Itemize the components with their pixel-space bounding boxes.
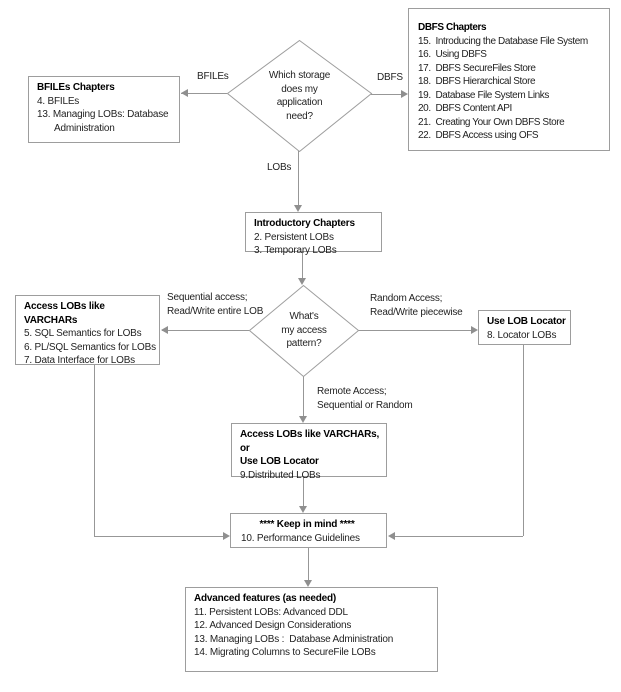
arrowhead-into-keep-box-right [388, 532, 395, 540]
edge-label-remote: Remote Access; Sequential or Random [317, 386, 413, 411]
chapter-item: 2. Persistent LOBs [254, 231, 334, 243]
edge-label-random: Random Access; Read/Write piecewise [370, 293, 463, 318]
connector-locator-to-keep [394, 536, 523, 537]
arrowhead-into-varchars-box [161, 326, 168, 334]
access-varchars-box: Access LOBs like VARCHARs 5. SQL Semanti… [15, 295, 160, 366]
arrowhead-into-diamond2 [298, 278, 306, 285]
connector-varchars-to-keep [94, 536, 224, 537]
chapter-item: 8. Locator LOBs [487, 329, 557, 341]
connector-keep-to-advanced [308, 548, 309, 581]
edge-label-lobs: LOBs [267, 162, 292, 173]
arrowhead-into-varloc-box [299, 416, 307, 423]
chapter-item: 12. Advanced Design Considerations [194, 620, 352, 631]
chapter-item: 13. Managing LOBs : Database Administrat… [194, 633, 394, 645]
arrowhead-into-advanced-box [304, 580, 312, 587]
dbfs-chapters-box: DBFS Chapters 15. Introducing the Databa… [408, 8, 610, 151]
arrowhead-into-locator-box [471, 326, 478, 334]
connector-intro-to-diamond2 [302, 252, 303, 279]
chapter-item: 15. Introducing the Database File System [418, 35, 588, 47]
edge-label-dbfs: DBFS [377, 72, 403, 83]
chapter-item: 19. Database File System Links [418, 89, 549, 101]
dbfs-chapters-title: DBFS Chapters [418, 22, 487, 33]
arrowhead-into-bfiles-box [181, 89, 188, 97]
keep-in-mind-box: **** Keep in mind **** 10. Performance G… [230, 513, 387, 548]
varchars-or-locator-box: Access LOBs like VARCHARs, or Use LOB Lo… [231, 423, 387, 481]
connector-diamond2-to-locator [358, 330, 472, 331]
access-decision-question: What's my access pattern? [281, 311, 327, 349]
storage-decision-diamond [226, 39, 373, 153]
chapter-item: 3. Temporary LOBs [254, 245, 337, 256]
arrowhead-into-keep-box-left [223, 532, 230, 540]
bfiles-chapters-title: BFILEs Chapters [37, 82, 115, 93]
bfiles-chapters-box: BFILEs Chapters 4. BFILEs 13. Managing L… [28, 76, 180, 143]
connector-diamond2-to-varchars [162, 330, 249, 331]
connector-diamond1-to-dbfs [371, 94, 402, 95]
chapter-item: 14. Migrating Columns to SecureFile LOBs [194, 647, 376, 658]
arrowhead-into-keep-box-top [299, 506, 307, 513]
chapter-item: 17. DBFS SecureFiles Store [418, 62, 536, 74]
connector-locator-down [523, 345, 524, 536]
arrowhead-into-dbfs-box [401, 90, 408, 98]
chapter-item: 22. DBFS Access using OFS [418, 130, 539, 141]
chapter-item: 4. BFILEs [37, 95, 80, 107]
connector-diamond2-to-varloc [303, 376, 304, 417]
edge-label-sequential: Sequential access; Read/Write entire LOB [167, 292, 264, 317]
access-decision-diamond [248, 284, 360, 378]
chapter-item: 11. Persistent LOBs: Advanced DDL [194, 606, 348, 618]
advanced-features-title: Advanced features (as needed) [194, 593, 337, 604]
connector-diamond1-to-bfiles [181, 93, 227, 94]
chapter-item: 5. SQL Semantics for LOBs [24, 328, 142, 339]
chapter-item: 13. Managing LOBs: Database Administrati… [37, 109, 171, 134]
connector-diamond1-to-intro [298, 151, 299, 206]
introductory-chapters-title: Introductory Chapters [254, 218, 355, 229]
chapter-item: 9.Distributed LOBs [240, 469, 321, 481]
introductory-chapters-box: Introductory Chapters 2. Persistent LOBs… [245, 212, 382, 256]
access-varchars-title: Access LOBs like VARCHARs [24, 301, 105, 326]
edge-label-bfiles: BFILEs [197, 71, 229, 82]
varchars-or-locator-title: Access LOBs like VARCHARs, or Use LOB Lo… [240, 429, 380, 467]
advanced-features-box: Advanced features (as needed) 11. Persis… [185, 587, 438, 672]
connector-varchars-down [94, 365, 95, 536]
chapter-item: 18. DBFS Hierarchical Store [418, 76, 536, 87]
keep-in-mind-title: **** Keep in mind **** [259, 519, 355, 530]
lob-locator-box: Use LOB Locator 8. Locator LOBs [478, 310, 571, 345]
chapter-item: 16. Using DBFS [418, 49, 487, 60]
storage-decision-question: Which storage does my application need? [268, 70, 331, 122]
lob-locator-title: Use LOB Locator [487, 316, 566, 327]
arrowhead-into-intro-box [294, 205, 302, 212]
connector-varloc-to-keep [303, 477, 304, 507]
chapter-item: 6. PL/SQL Semantics for LOBs [24, 341, 156, 353]
chapter-item: 10. Performance Guidelines [241, 532, 360, 544]
chapter-item: 20. DBFS Content API [418, 103, 512, 114]
chapter-item: 21. Creating Your Own DBFS Store [418, 116, 565, 128]
chapter-item: 7. Data Interface for LOBs [24, 355, 135, 366]
